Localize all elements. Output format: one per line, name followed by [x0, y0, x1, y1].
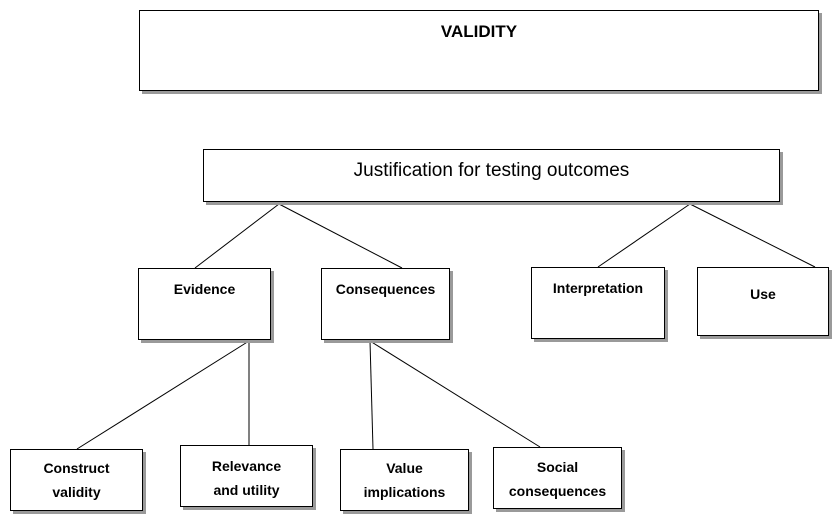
evidence-label: Evidence	[173, 281, 236, 297]
construct-validity-label-line1: Construct	[43, 460, 110, 476]
relevance-utility-box: Relevance and utility	[180, 445, 313, 507]
value-implications-label-line1: Value	[386, 460, 423, 476]
evidence-box: Evidence	[138, 268, 271, 340]
connector-root-to-consequences	[278, 203, 403, 269]
connector-consequences-to-value	[369, 340, 374, 450]
construct-validity-box: Construct validity	[10, 449, 143, 511]
relevance-utility-label-line1: Relevance	[211, 458, 282, 474]
use-box: Use	[697, 267, 829, 336]
connector-root-to-use	[689, 203, 816, 268]
consequences-label: Consequences	[335, 281, 436, 297]
justification-box: Justification for testing outcomes	[203, 149, 780, 202]
connector-evidence-to-construct	[76, 340, 250, 450]
social-consequences-label-line1: Social	[536, 459, 579, 475]
value-implications-box: Value implications	[340, 449, 469, 511]
construct-validity-label-line2: validity	[52, 484, 101, 500]
relevance-utility-label-line2: and utility	[213, 482, 280, 498]
validity-box: VALIDITY	[139, 10, 819, 91]
interpretation-box: Interpretation	[531, 267, 665, 339]
connector-consequences-to-social	[369, 340, 541, 448]
use-label: Use	[750, 286, 776, 302]
connector-root-to-interpretation	[597, 203, 691, 268]
consequences-box: Consequences	[321, 268, 450, 340]
social-consequences-label-line2: consequences	[508, 483, 607, 499]
social-consequences-box: Social consequences	[493, 447, 622, 509]
validity-title: VALIDITY	[440, 22, 518, 41]
justification-label: Justification for testing outcomes	[353, 160, 630, 181]
connector-root-to-evidence	[194, 203, 280, 269]
value-implications-label-line2: implications	[363, 484, 446, 500]
interpretation-label: Interpretation	[552, 280, 644, 296]
